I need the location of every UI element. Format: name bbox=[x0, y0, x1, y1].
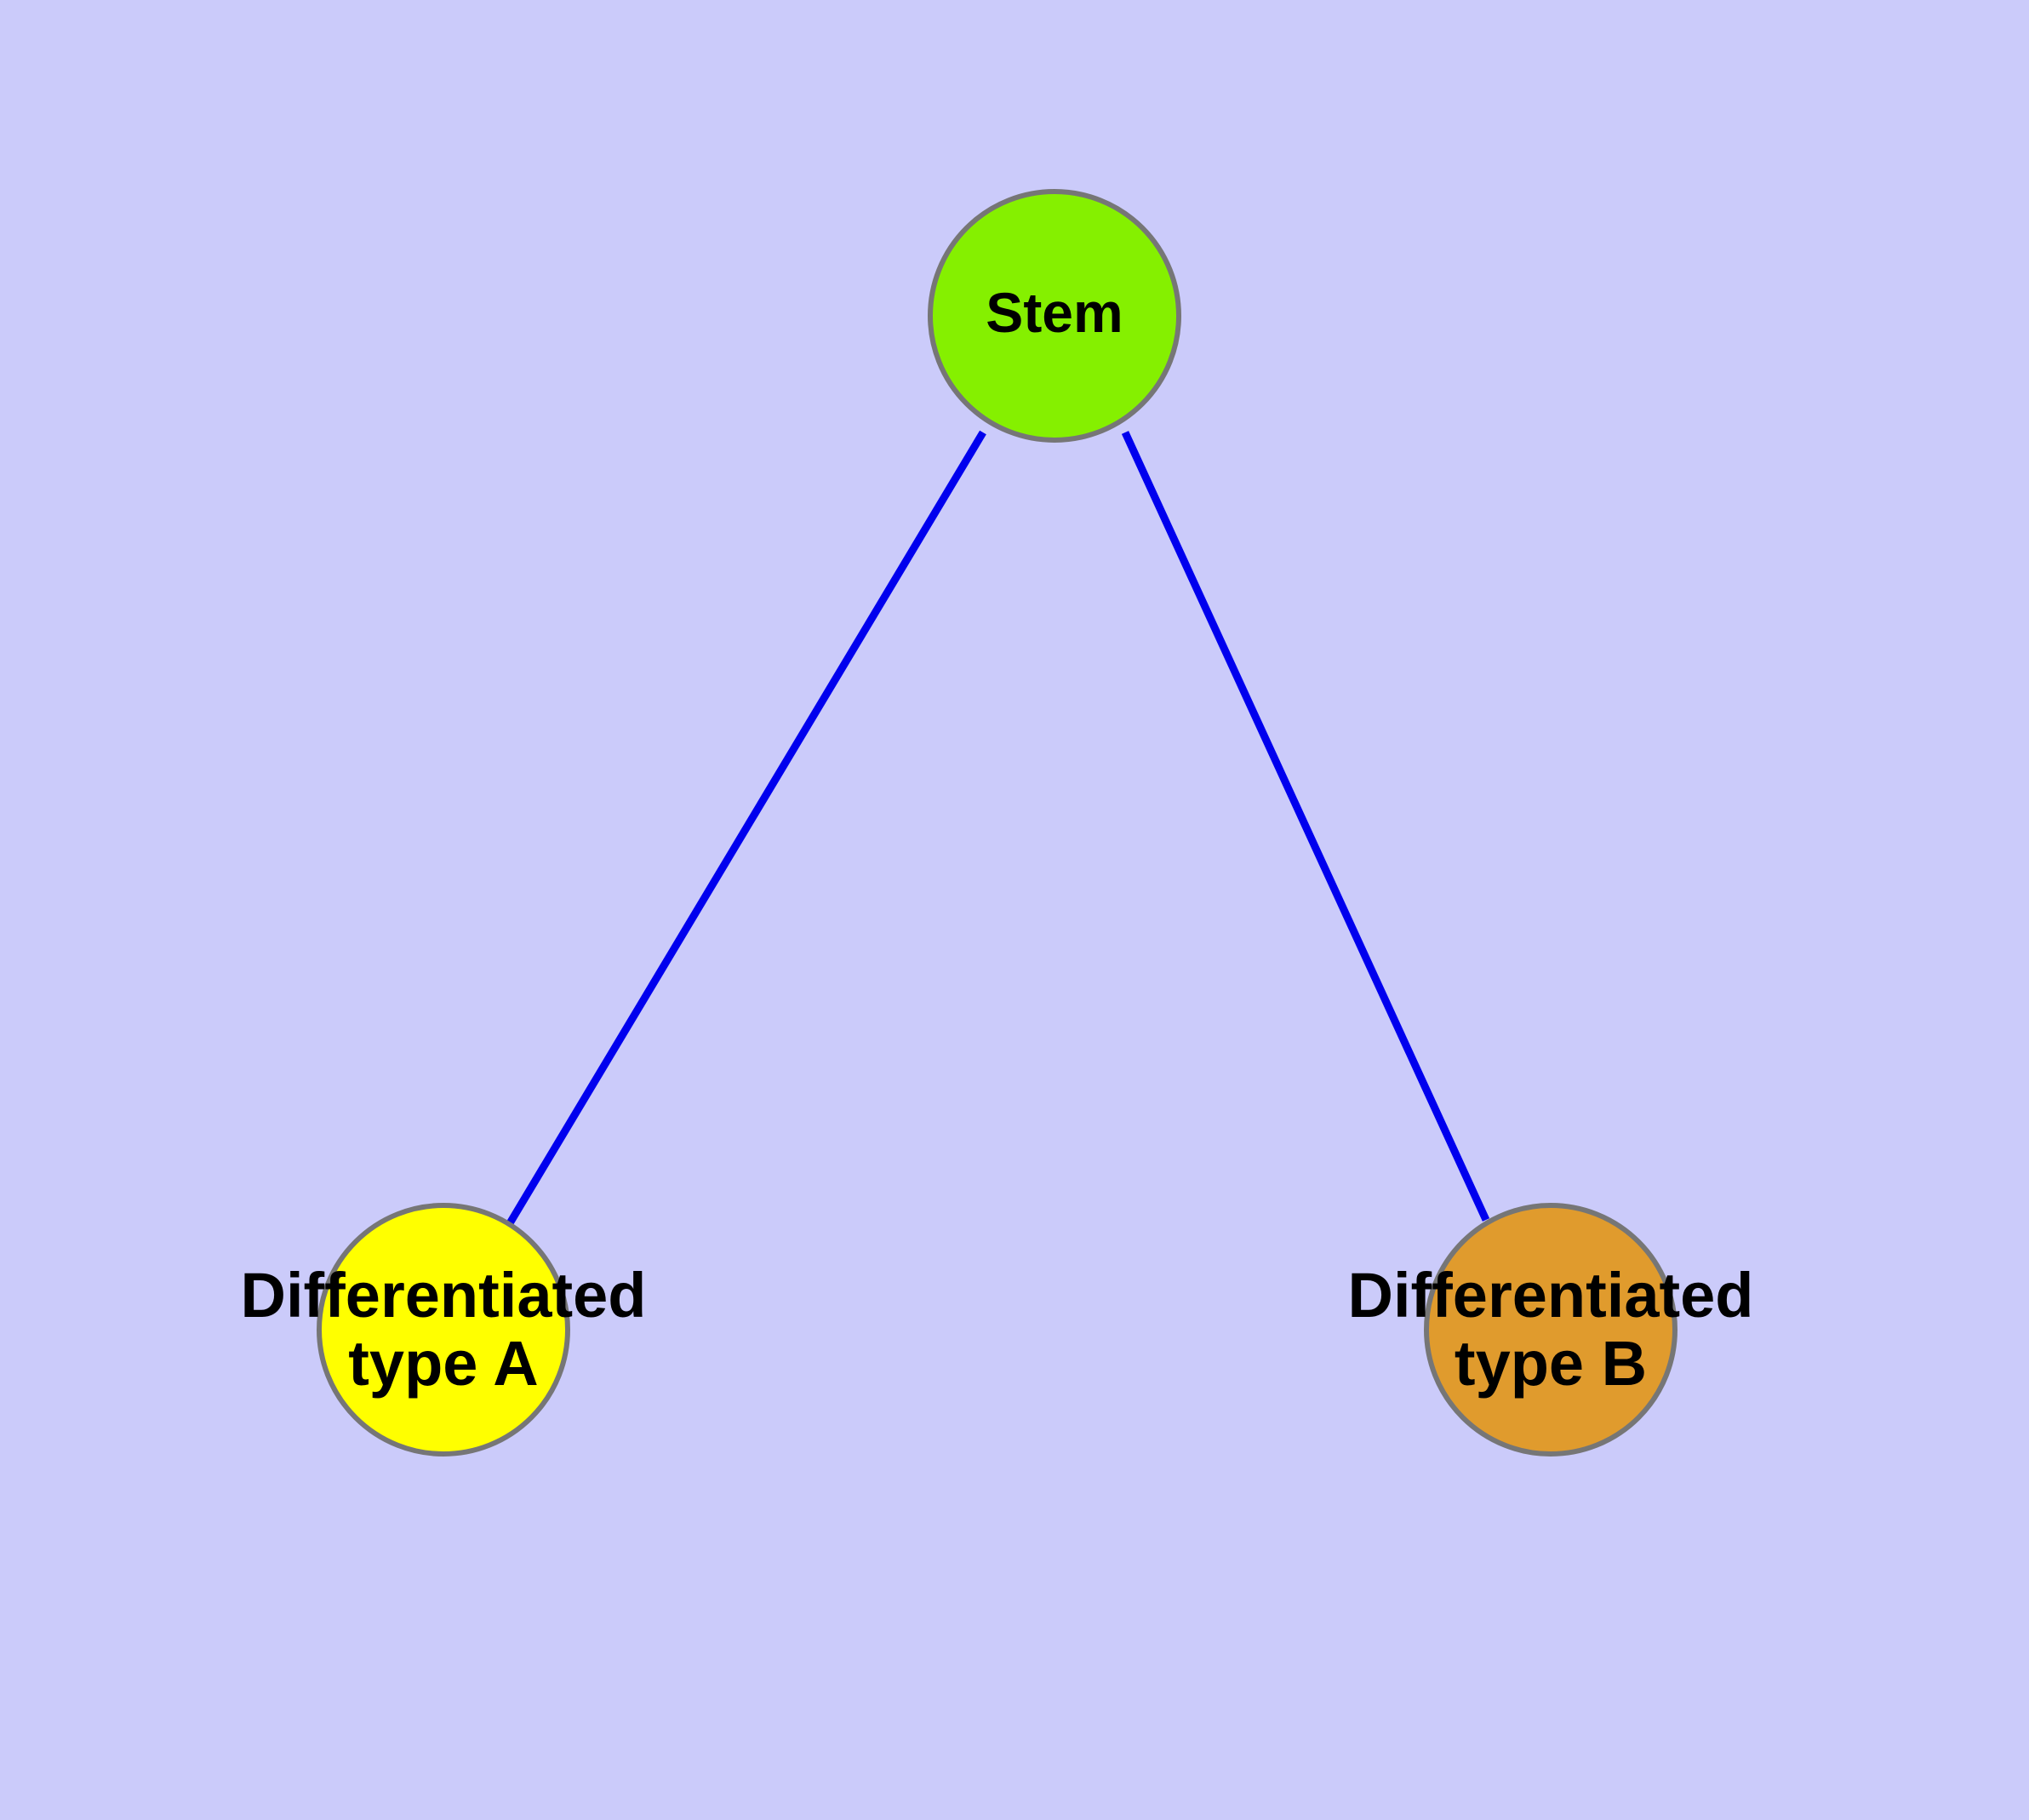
node-stem[interactable] bbox=[928, 189, 1181, 443]
edge-stem-to-differentiated-type-a[interactable] bbox=[506, 430, 986, 1226]
edge-layer bbox=[506, 430, 1490, 1226]
edge-stem-to-differentiated-type-b[interactable] bbox=[1121, 431, 1490, 1222]
node-differentiated-type-b[interactable] bbox=[1424, 1203, 1677, 1457]
node-layer bbox=[317, 189, 1677, 1457]
node-differentiated-type-a[interactable] bbox=[317, 1203, 570, 1457]
